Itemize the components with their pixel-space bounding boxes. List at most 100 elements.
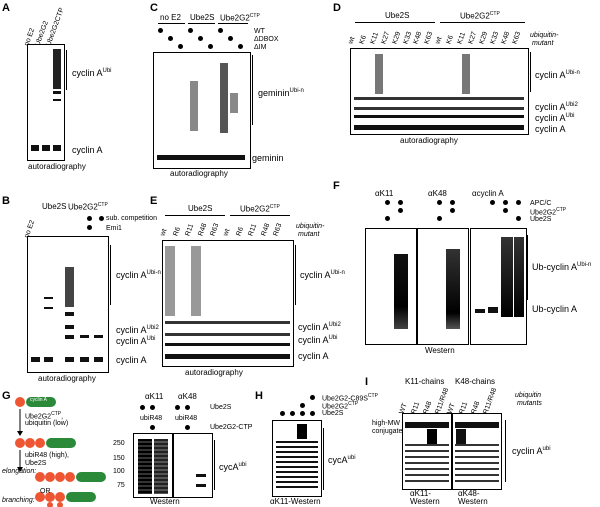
blot-g-k11 (133, 433, 173, 498)
band-label: cyclin AUbi-n (535, 70, 580, 80)
group-label: Ube2G2CTP (460, 11, 500, 21)
row-label: Ube2G2CTP (322, 401, 359, 411)
caption: Western (425, 346, 455, 355)
caption: autoradiography (400, 136, 458, 145)
blot-g-k48 (173, 433, 213, 498)
lane-label: K63 (510, 30, 522, 45)
antibody-label: αK11 (375, 189, 394, 198)
caption: αK48- (458, 489, 480, 498)
lane-label: R11 (184, 223, 196, 237)
lane-label: K48 (500, 30, 511, 45)
lane-label: K27 (380, 30, 391, 45)
condition-dot (490, 200, 495, 205)
condition-dot (516, 216, 521, 221)
caption: autoradiography (38, 374, 96, 383)
lane-label: K29 (391, 30, 402, 45)
panel-label-a: A (2, 2, 10, 14)
blot-b (27, 236, 109, 373)
band-label: cyclin AUbi (116, 336, 156, 346)
scheme-label: branching: (2, 497, 35, 504)
row-label: ubiR48 (175, 415, 198, 422)
condition-dot (516, 200, 521, 205)
lane-label: R11/R48 (482, 387, 499, 415)
row-label: Ube2G2CTP (530, 207, 567, 217)
band-label: cyclin AUbi-n (116, 270, 161, 280)
panel-label-b: B (2, 195, 10, 207)
lane-label: R11 (247, 223, 259, 237)
mutant-label: mutants (517, 400, 542, 407)
scheme-label: Ube2G2CTP, (25, 411, 64, 421)
blot-i-k48 (452, 413, 502, 490)
band-label: cyclin A (298, 351, 329, 361)
blot-h (272, 420, 322, 497)
blot-d (350, 48, 529, 135)
condition-dot (385, 200, 390, 205)
row-label: Emi1 (106, 225, 122, 232)
row-label: ΔIM (254, 44, 267, 51)
mutant-label: mutant (298, 231, 320, 238)
band-label: cyclin AUbi (535, 113, 575, 123)
band-label: cyclin AUbi (72, 68, 112, 78)
band-label: cyclin Aubi (512, 446, 551, 456)
lane-label: K63 (423, 30, 435, 45)
antibody-label: αK11 (145, 392, 164, 401)
group-label: Ube2G2CTP (220, 13, 260, 23)
lane-label: K6 (445, 34, 456, 45)
band-label: cyclin AUbi2 (535, 102, 578, 112)
chain-label: K11-chains (405, 377, 445, 386)
band-label: Ub-cyclin A (532, 304, 578, 314)
panel-label-e: E (150, 195, 158, 207)
caption: Western (410, 497, 440, 506)
lane-label: K11 (369, 31, 380, 45)
band-label: cycAubi (328, 455, 356, 465)
lane-label: K6 (358, 34, 368, 45)
scheme-diagram (15, 397, 106, 507)
lane-label: R48 (260, 222, 272, 237)
lane-label: K33 (489, 30, 500, 45)
scheme-label: cyclin A (30, 397, 47, 403)
condition-dot (437, 200, 442, 205)
cyclin-icon (26, 397, 56, 407)
hmw-label: high-MW (372, 420, 401, 427)
mutant-label: ubiquitin- (530, 32, 559, 39)
hmw-label: conjugates (372, 428, 406, 435)
blot-e (162, 240, 294, 367)
condition-dot (398, 208, 403, 213)
caption: autoradiography (170, 169, 228, 178)
antibody-label: αcyclin A (472, 189, 504, 198)
band-label: gemininUbi-n (258, 88, 304, 98)
group-label: Ube2G2CTP (68, 202, 108, 212)
condition-dot (450, 208, 455, 213)
group-label: no E2 (160, 13, 181, 22)
row-label: Ube2G2-CTP (210, 424, 253, 431)
panel-label-f: F (333, 180, 340, 192)
lane-label: R6 (172, 226, 182, 237)
mw-marker: 250 (113, 440, 125, 447)
lane-label: R63 (209, 222, 221, 237)
condition-dot (503, 200, 508, 205)
condition-dot (398, 200, 403, 205)
panel-label-h: H (255, 390, 263, 402)
scheme-label: OR (40, 488, 51, 495)
lane-label: wt (222, 228, 232, 237)
lane-label: wt (434, 36, 444, 45)
group-label: Ube2S (42, 202, 67, 211)
lane-label: K29 (478, 30, 490, 45)
band-label: cyclin AUbi-n (300, 270, 345, 280)
band-label: Ub-cyclin AUbi-n (532, 262, 592, 272)
antibody-label: αK48 (428, 189, 447, 198)
blot-f-k48 (417, 228, 469, 345)
scheme-label: Ube2S (25, 460, 47, 467)
row-label: APC/C (530, 200, 552, 207)
row-label: Ube2S (530, 216, 552, 223)
caption: αK11- (410, 489, 431, 498)
panel-label-i: I (365, 376, 369, 388)
mutant-label: ubiquitin- (296, 223, 325, 230)
panel-label-d: D (333, 2, 341, 14)
band-label: cyclin AUbi2 (116, 325, 159, 335)
condition-dot (385, 216, 390, 221)
ubiquitin-icon (15, 397, 25, 407)
lane-label: Ube2G2CTP (45, 6, 66, 48)
lane-label: K11 (456, 31, 468, 45)
lane-label: K33 (401, 30, 413, 45)
